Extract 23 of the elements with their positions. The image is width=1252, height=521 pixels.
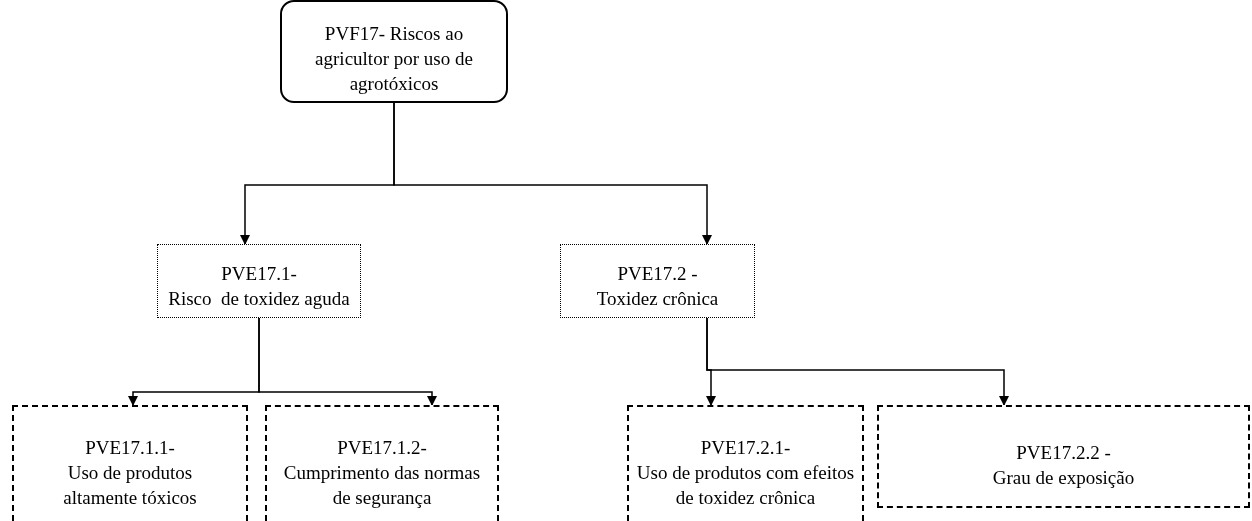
node-label: PVE17.1-	[221, 261, 297, 286]
node-label: Cumprimento das normas de segurança	[282, 460, 482, 510]
process-box	[627, 405, 864, 521]
node-label: PVF17- Riscos ao agricultor por uso de agrotóxicos	[314, 22, 474, 96]
node-label: PVE17.1.2-	[337, 435, 427, 460]
node-label: Toxidez crônica	[596, 286, 719, 311]
process-box	[280, 0, 508, 103]
arrow	[258, 317, 437, 406]
node-label: PVE17.2 -	[617, 261, 698, 286]
node-label: Uso de produtos altamente tóxicos	[62, 460, 198, 510]
arrow	[706, 317, 1009, 406]
node-label: PVE17.2.1-	[700, 435, 791, 460]
arrow	[393, 102, 712, 245]
node-label: PVE17.1.1-	[85, 435, 175, 460]
process-box	[265, 405, 499, 521]
node-label: Grau de exposição	[992, 465, 1135, 490]
process-box	[877, 405, 1250, 508]
process-box	[560, 244, 755, 318]
node-label: PVE17.2.2 -	[1016, 440, 1111, 465]
process-box	[12, 405, 248, 521]
node-label: Risco de toxidez aguda	[168, 286, 350, 311]
process-box	[157, 244, 361, 318]
node-label: Uso de produtos com efeitos de toxidez crônica	[635, 460, 856, 510]
